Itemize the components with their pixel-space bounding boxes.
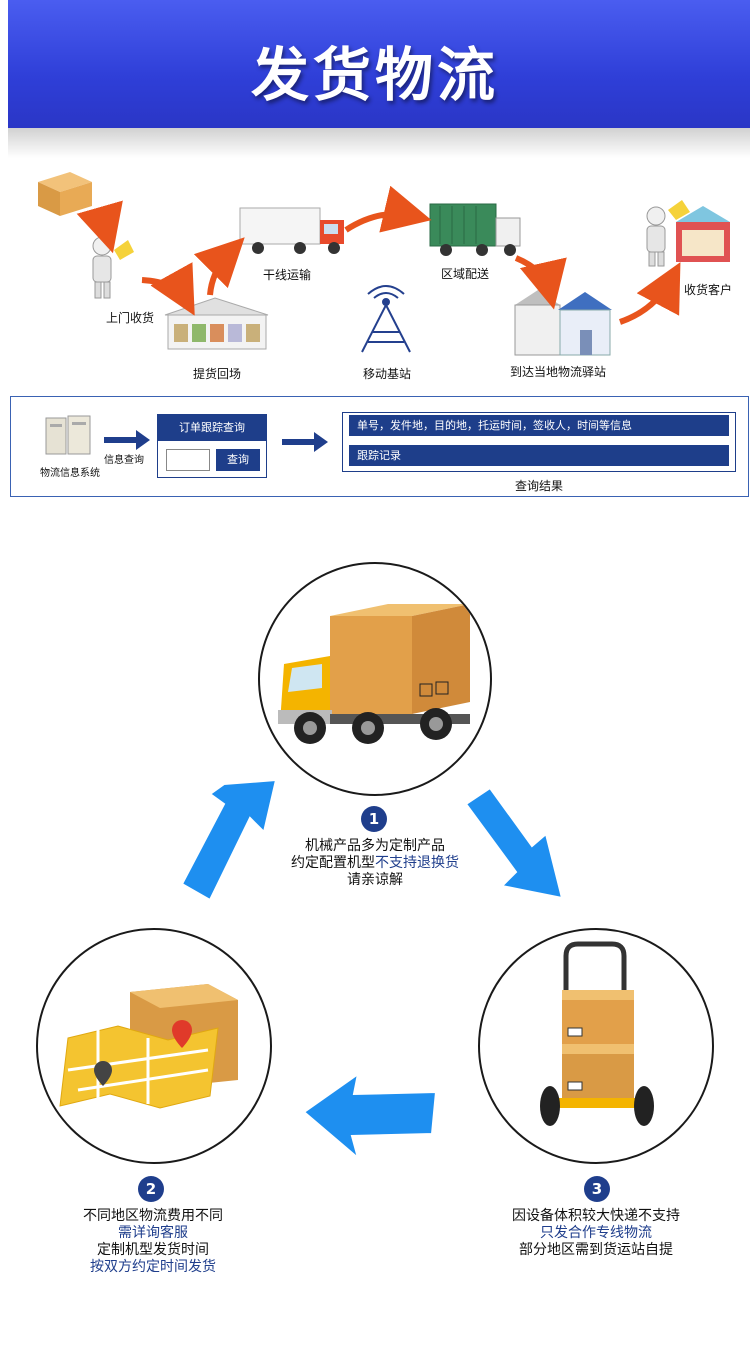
flow-label-station: 到达当地物流驿站 [510, 365, 607, 379]
result-caption: 查询结果 [514, 479, 563, 493]
station-building-icon [514, 290, 612, 356]
tower-icon [361, 285, 411, 353]
header-banner [8, 0, 750, 128]
step-2-text: 不同地区物流费用不同 需详询客服 定制机型发货时间 按双方约定时间发货 [33, 1208, 273, 1276]
step-2-line-2: 需详询客服 [118, 1225, 188, 1241]
arrow-down-right-icon [464, 786, 564, 900]
order-tracking-title: 订单跟踪查询 [158, 415, 266, 441]
flow-label-trunk: 干线运输 [263, 268, 312, 282]
map-circle [36, 928, 272, 1164]
flow-label-regional: 区域配送 [441, 267, 490, 281]
flow-arrows [76, 185, 681, 325]
step-number-2: 2 [138, 1176, 164, 1202]
page-title: 发货物流 [250, 41, 499, 109]
step-2-line-3: 定制机型发货时间 [97, 1242, 209, 1258]
flow-label-warehouse: 提货回场 [193, 367, 242, 381]
courier-icon [92, 236, 134, 299]
step-number-3: 3 [584, 1176, 610, 1202]
hand-truck-circle [478, 928, 714, 1164]
delivery-truck-icon [278, 604, 470, 744]
truck-circle [258, 562, 492, 796]
step-1-text: 机械产品多为定制产品 约定配置机型不支持退换货 请亲谅解 [255, 838, 495, 889]
warehouse-icon [164, 297, 269, 350]
step-2-line-4: 按双方约定时间发货 [90, 1259, 216, 1275]
flow-label-tower: 移动基站 [363, 367, 412, 381]
arrow-right-icon [104, 430, 150, 450]
arrow-left-icon [302, 1071, 438, 1161]
step-1-line-1: 机械产品多为定制产品 [305, 838, 445, 854]
step-1-highlight: 不支持退换货 [375, 855, 459, 871]
trunk-truck-icon [239, 207, 344, 254]
hand-truck-icon [540, 941, 654, 1126]
step-3-line-3: 部分地区需到货运站自提 [519, 1242, 673, 1258]
query-label: 信息查询 [104, 455, 144, 466]
step-2-line-1: 不同地区物流费用不同 [83, 1208, 223, 1224]
step-3-text: 因设备体积较大快递不支持 只发合作专线物流 部分地区需到货运站自提 [476, 1208, 716, 1259]
step-3-line-1: 因设备体积较大快递不支持 [512, 1208, 680, 1224]
arrow-up-right-icon [180, 780, 278, 902]
tracking-number-input[interactable] [166, 449, 210, 471]
result-record-bar: 跟踪记录 [349, 445, 729, 466]
flow-label-pickup: 上门收货 [106, 311, 155, 325]
order-tracking-box: 订单跟踪查询 查询 [157, 414, 267, 478]
system-label: 物流信息系统 [40, 468, 100, 479]
query-button[interactable]: 查询 [216, 449, 260, 471]
package-icon [38, 172, 92, 216]
map-box-icon [59, 984, 238, 1109]
step-3-line-2: 只发合作专线物流 [540, 1225, 652, 1241]
customer-icon [646, 200, 730, 267]
result-box: 单号，发件地，目的地，托运时间，签收人，时间等信息 跟踪记录 [342, 412, 736, 472]
step-1-line-2: 约定配置机型不支持退换货 [291, 855, 459, 871]
server-icon [45, 415, 91, 455]
banner-shadow [8, 128, 750, 158]
logistics-flow-diagram [38, 172, 730, 356]
arrow-right-icon [282, 432, 328, 452]
step-number-1: 1 [361, 806, 387, 832]
flow-label-customer: 收货客户 [684, 283, 733, 297]
step-1-line-3: 请亲谅解 [347, 872, 403, 888]
result-info-bar: 单号，发件地，目的地，托运时间，签收人，时间等信息 [349, 415, 729, 436]
container-truck-icon [429, 203, 521, 256]
